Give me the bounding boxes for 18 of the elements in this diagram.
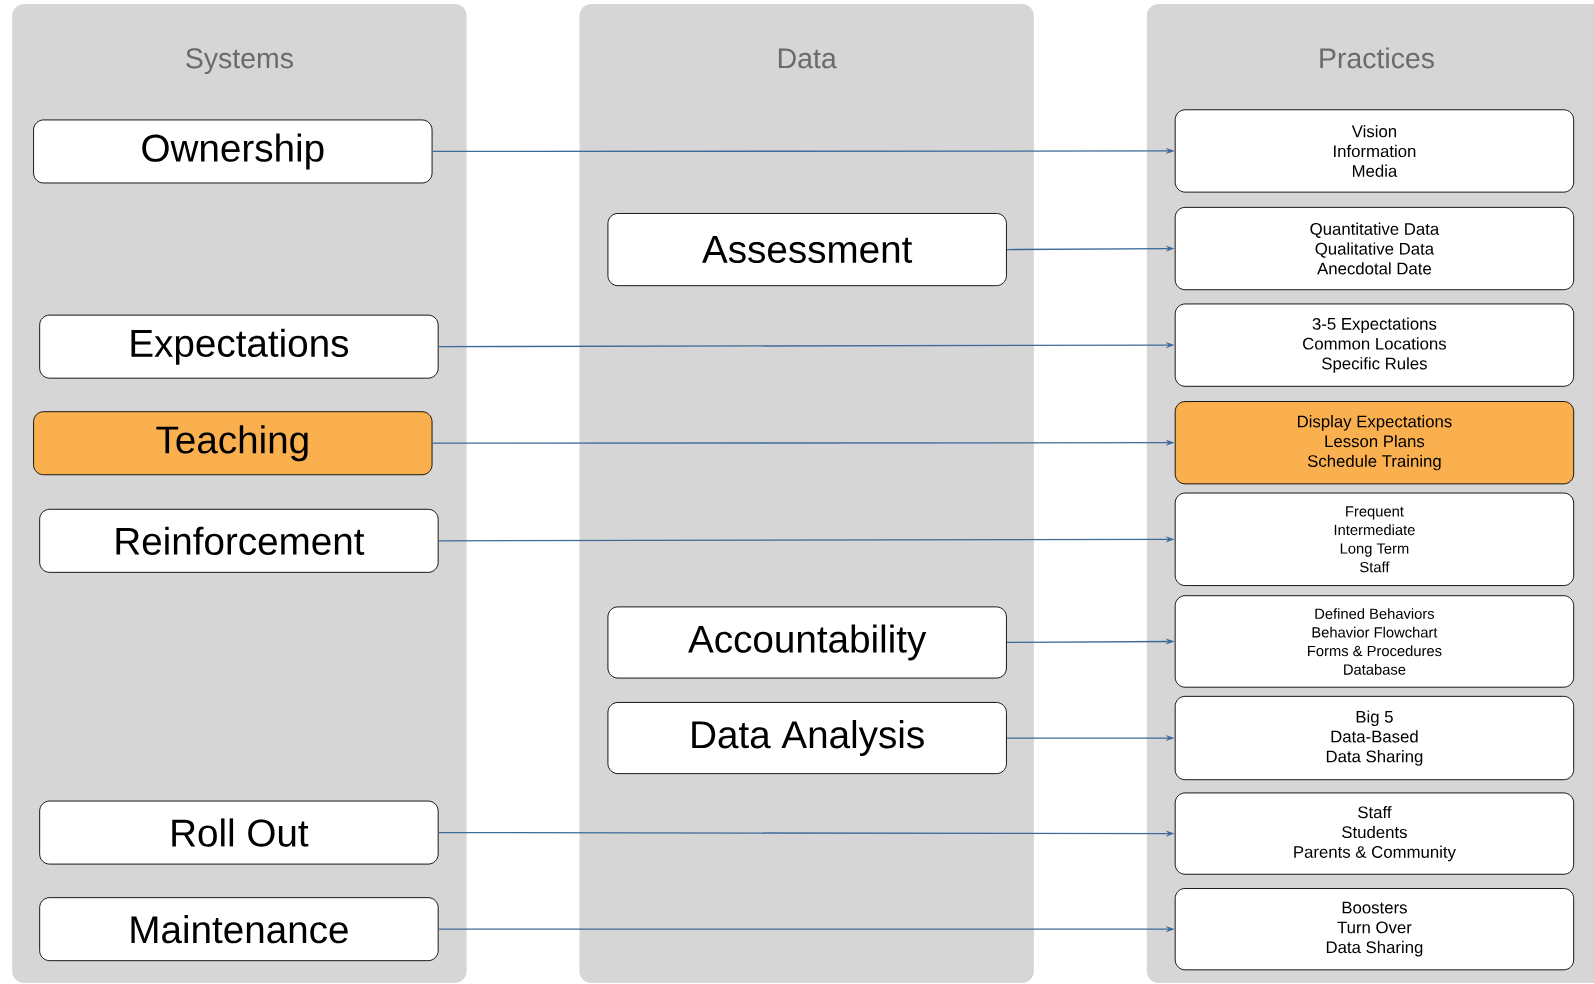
text-box: Frequent Intermediate Long Term Staff — [1174, 492, 1575, 586]
label-box: Maintenance — [39, 897, 439, 962]
label-box: Data Analysis — [607, 702, 1007, 775]
label-box: Accountability — [607, 606, 1007, 679]
text-box: Defined Behaviors Behavior Flowchart Forms & Procedures Database — [1174, 595, 1575, 688]
label-box: Roll Out — [39, 800, 439, 865]
text-box: Quantitative Data Qualitative Data Anecdotal Date — [1174, 206, 1575, 291]
label-box: Teaching — [33, 411, 433, 476]
label-box: Ownership — [33, 119, 433, 184]
text-box: Staff Students Parents & Community — [1174, 792, 1575, 875]
text-box: Big 5 Data-Based Data Sharing — [1174, 695, 1575, 781]
text-box: 3-5 Expectations Common Locations Specific Rules — [1174, 303, 1575, 387]
label-box: Expectations — [39, 314, 439, 379]
text-box: Boosters Turn Over Data Sharing — [1174, 888, 1575, 971]
label-box: Assessment — [607, 213, 1007, 287]
text-box: Vision Information Media — [1174, 109, 1575, 193]
label-box: Reinforcement — [39, 508, 439, 573]
text-box: Display Expectations Lesson Plans Schedule Training — [1174, 401, 1575, 485]
